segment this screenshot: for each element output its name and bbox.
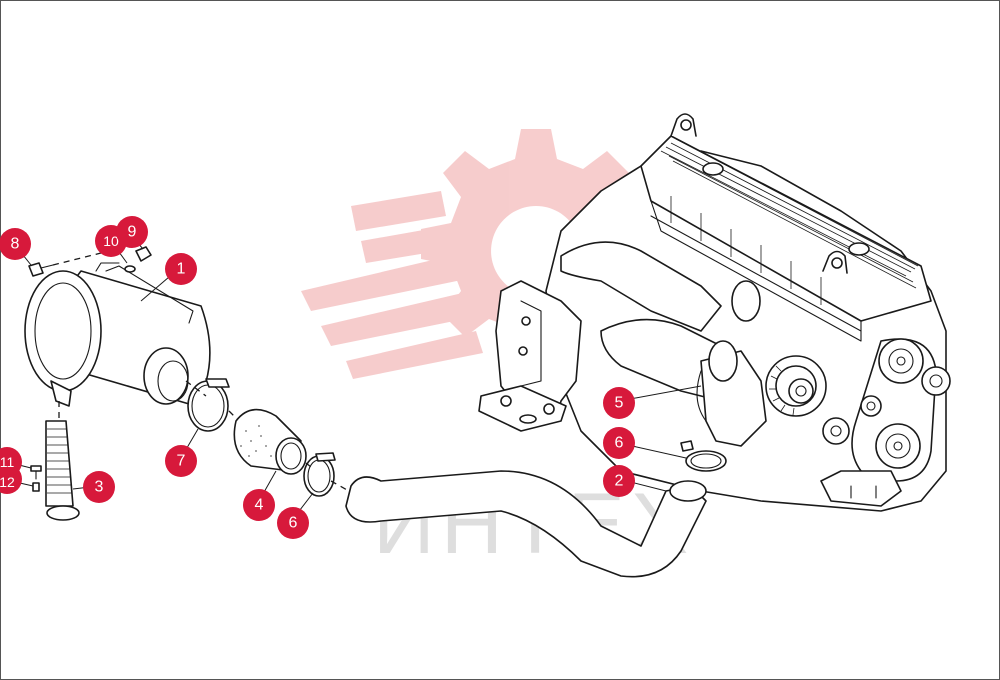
belt-pulleys <box>822 338 951 482</box>
callout-label: 1 <box>177 261 186 278</box>
callout-label: 7 <box>177 453 186 470</box>
alternator <box>765 355 827 417</box>
callout-8: 8 <box>0 228 31 260</box>
callout-label: 9 <box>128 224 137 241</box>
bolt-8 <box>28 252 102 277</box>
callout-4: 4 <box>243 489 275 521</box>
callout-3: 3 <box>83 471 115 503</box>
air-filter-housing <box>24 262 211 407</box>
callout-5: 5 <box>603 387 635 419</box>
callout-label: 12 <box>0 474 15 490</box>
callout-label: 8 <box>11 236 20 253</box>
callout-1: 1 <box>165 253 197 285</box>
callout-label: 5 <box>615 395 624 412</box>
callout-label: 6 <box>289 515 298 532</box>
engine-assembly <box>478 113 951 512</box>
callout-label: 2 <box>615 473 624 490</box>
callout-label: 10 <box>103 233 119 249</box>
bolts-11-12 <box>30 465 42 492</box>
callout-label: 6 <box>615 435 624 452</box>
hose-clamp-7 <box>185 378 230 432</box>
callout-6-left: 6 <box>277 507 309 539</box>
callout-label: 4 <box>255 497 264 514</box>
callout-7: 7 <box>165 445 197 477</box>
hose-clamp-6-right <box>680 440 727 472</box>
callout-2: 2 <box>603 465 635 497</box>
flexible-hose <box>45 401 80 521</box>
engine-mount-bracket <box>478 280 582 432</box>
callout-6-right: 6 <box>603 427 635 459</box>
intake-pipe-2 <box>330 470 707 578</box>
callout-11: 11 <box>0 447 22 477</box>
hose-clamp-6-left <box>303 452 336 497</box>
nut-9-washer-10 <box>124 246 152 273</box>
callout-9: 9 <box>116 216 148 248</box>
rubber-connector-4 <box>228 408 307 475</box>
callout-label: 11 <box>0 454 14 470</box>
callout-label: 3 <box>95 479 104 496</box>
